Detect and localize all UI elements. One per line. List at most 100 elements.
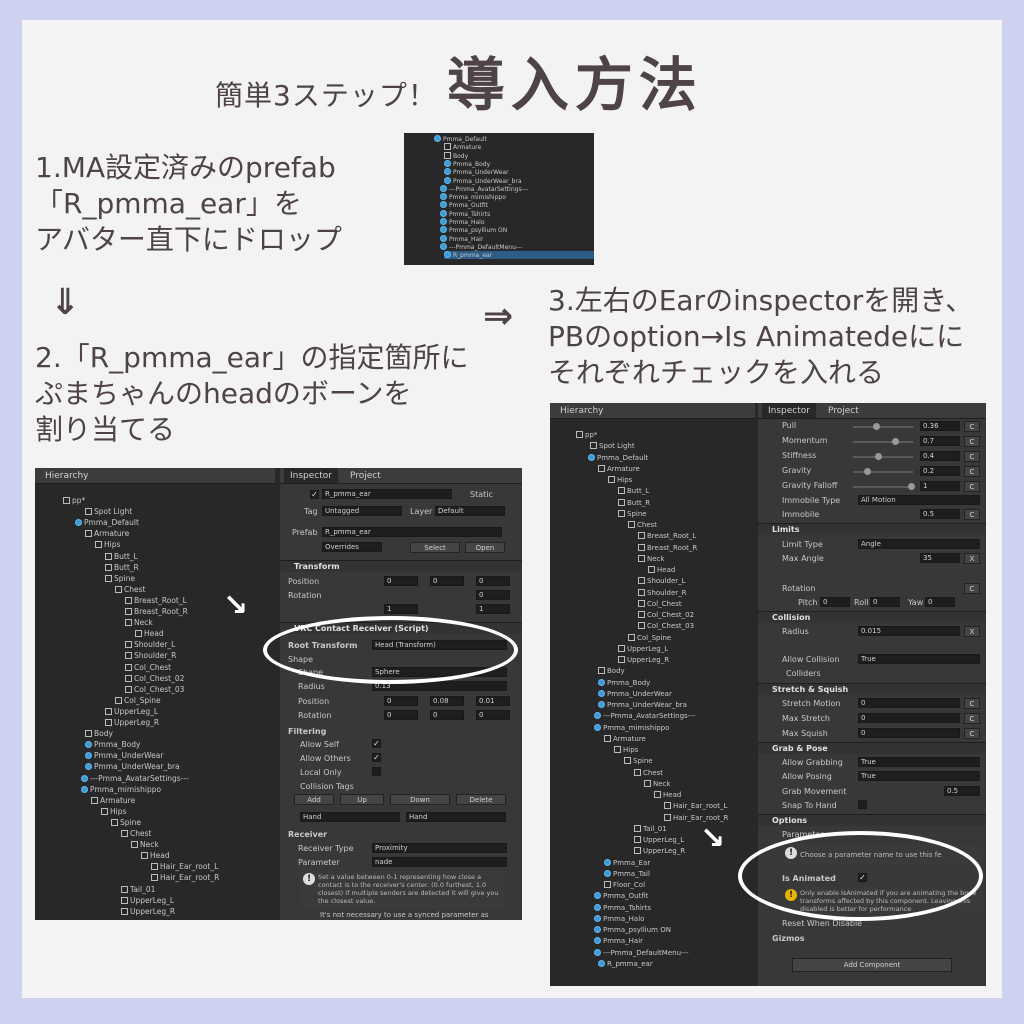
colliders-label[interactable]: Colliders: [786, 669, 821, 678]
hierarchy-item[interactable]: Pmma_Outfit: [440, 201, 594, 209]
hierarchy-item[interactable]: Armature: [444, 143, 594, 151]
gravity-slider-track[interactable]: [853, 471, 913, 473]
hierarchy-item[interactable]: ---Pmma_DefaultMenu---: [594, 948, 799, 957]
hierarchy-item[interactable]: Butt_R: [105, 563, 345, 572]
roll-value[interactable]: 0: [870, 597, 900, 607]
pitch-value[interactable]: 0: [820, 597, 850, 607]
hierarchy-item[interactable]: Neck: [644, 779, 849, 788]
hierarchy-item[interactable]: Pmma_Body: [85, 740, 325, 749]
hierarchy-item[interactable]: Chest: [121, 829, 361, 838]
hierarchy-item[interactable]: Pmma_Tshirts: [594, 903, 799, 912]
hierarchy-item[interactable]: UpperLeg_R: [618, 656, 823, 664]
max-squish-curve-button[interactable]: C: [964, 728, 980, 739]
object-name-field[interactable]: R_pmma_ear: [322, 489, 452, 499]
hierarchy-item[interactable]: Hair_Ear_root_R: [664, 813, 869, 822]
hierarchy-item[interactable]: Pmma_UnderWear: [85, 751, 325, 760]
tab-project-right[interactable]: Project: [827, 406, 859, 416]
prefab-field[interactable]: R_pmma_ear: [322, 527, 502, 537]
tab-hierarchy-right[interactable]: Hierarchy: [560, 406, 604, 416]
hierarchy-item[interactable]: Chest: [634, 768, 839, 777]
shape-rot-z[interactable]: 0: [476, 710, 510, 720]
stretch-squish-header[interactable]: Stretch & Squish: [758, 683, 986, 695]
transform-header[interactable]: Transform: [280, 560, 522, 572]
hierarchy-item[interactable]: Pmma_Default: [75, 518, 315, 527]
hierarchy-item[interactable]: Col_Chest_03: [638, 622, 843, 630]
pull-curve-button[interactable]: C: [964, 421, 980, 432]
hierarchy-item[interactable]: Chest: [115, 585, 355, 594]
receiver-type-dropdown[interactable]: Proximity: [372, 843, 507, 853]
hierarchy-item[interactable]: Breast_Root_L: [638, 532, 843, 540]
hierarchy-item[interactable]: Shoulder_L: [638, 577, 843, 585]
radius-x-button[interactable]: X: [964, 626, 980, 637]
hierarchy-item[interactable]: Pmma_Default: [434, 135, 594, 143]
tag-dropdown-hand[interactable]: Hand: [300, 812, 400, 822]
hierarchy-item[interactable]: pp*: [576, 431, 781, 439]
hierarchy-item[interactable]: UpperLeg_L: [121, 896, 361, 905]
hierarchy-item[interactable]: Armature: [604, 734, 809, 743]
hierarchy-item[interactable]: ---Pmma_AvatarSettings---: [594, 712, 799, 720]
hierarchy-item[interactable]: Neck: [638, 554, 843, 563]
hierarchy-item[interactable]: Pmma_UnderWear_bra: [444, 176, 594, 185]
hierarchy-item[interactable]: Armature: [85, 529, 325, 538]
hierarchy-item[interactable]: Armature: [598, 464, 803, 473]
gizmos-header[interactable]: Gizmos: [772, 934, 805, 943]
stiffness-slider-track[interactable]: [853, 456, 913, 458]
tab-inspector[interactable]: Inspector: [284, 468, 338, 483]
hierarchy-item[interactable]: Butt_L: [105, 552, 345, 561]
momentum-curve-button[interactable]: C: [964, 436, 980, 447]
tag-field-hand[interactable]: Hand: [406, 812, 506, 822]
hierarchy-item[interactable]: R_pmma_ear: [444, 251, 594, 260]
allow-collision-dropdown[interactable]: True: [858, 654, 980, 664]
local-only-checkbox[interactable]: [372, 767, 381, 776]
hierarchy-item[interactable]: Hips: [608, 476, 813, 484]
hierarchy-item[interactable]: Neck: [125, 618, 365, 627]
momentum-slider-knob[interactable]: [891, 438, 899, 445]
gravity-value[interactable]: 0.2: [920, 466, 960, 476]
shape-pos-y[interactable]: 0.08: [430, 696, 464, 706]
allow-posing-dropdown[interactable]: True: [858, 771, 980, 781]
hierarchy-item[interactable]: pp*: [63, 496, 303, 505]
hierarchy-item[interactable]: Pmma_UnderWear_bra: [598, 701, 803, 709]
hierarchy-item[interactable]: Pmma_Halo: [594, 914, 799, 923]
hierarchy-item[interactable]: Hips: [614, 746, 819, 754]
hierarchy-item[interactable]: Hair_Ear_root_L: [151, 862, 391, 871]
scale-x-field[interactable]: 1: [384, 604, 418, 614]
select-button[interactable]: Select: [410, 542, 460, 553]
hierarchy-item[interactable]: Hair_Ear_root_L: [664, 802, 869, 810]
hierarchy-item[interactable]: Pmma_UnderWear_bra: [85, 762, 325, 771]
hierarchy-item[interactable]: UpperLeg_L: [634, 836, 839, 844]
tag-dropdown[interactable]: Untagged: [322, 506, 402, 516]
hierarchy-item[interactable]: Breast_Root_R: [125, 607, 365, 616]
hierarchy-item[interactable]: Pmma_Default: [588, 453, 793, 462]
momentum-slider-track[interactable]: [853, 441, 913, 443]
hierarchy-item[interactable]: Hips: [101, 807, 341, 816]
max-squish-value[interactable]: 0: [858, 728, 960, 738]
collision-header[interactable]: Collision: [758, 611, 986, 623]
hierarchy-item[interactable]: Pmma_UnderWear: [598, 689, 803, 698]
stiffness-value[interactable]: 0.4: [920, 451, 960, 461]
max-stretch-value[interactable]: 0: [858, 713, 960, 723]
gravity_falloff-slider-track[interactable]: [853, 486, 913, 488]
hierarchy-item[interactable]: Col_Chest: [638, 599, 843, 608]
hierarchy-item[interactable]: Pmma_psyllium ON: [594, 926, 799, 934]
gravity_falloff-value[interactable]: 1: [920, 481, 960, 491]
stiffness-slider-knob[interactable]: [875, 453, 882, 460]
gravity-slider-knob[interactable]: [864, 468, 871, 475]
max-angle-x-button[interactable]: X: [964, 553, 980, 564]
immobile-curve-button[interactable]: C: [964, 509, 980, 520]
gravity-curve-button[interactable]: C: [964, 466, 980, 477]
hierarchy-item[interactable]: Floor_Col: [604, 881, 809, 889]
pull-slider-knob[interactable]: [872, 423, 880, 430]
hierarchy-item[interactable]: Breast_Root_R: [638, 543, 843, 552]
stretch-motion-value[interactable]: 0: [858, 698, 960, 708]
hierarchy-item[interactable]: Shoulder_L: [125, 640, 365, 649]
hierarchy-item[interactable]: Butt_R: [618, 498, 823, 507]
options-header[interactable]: Options: [758, 814, 986, 826]
hierarchy-item[interactable]: Breast_Root_L: [125, 596, 365, 605]
hierarchy-item[interactable]: Armature: [91, 796, 331, 805]
hierarchy-item[interactable]: Pmma_Body: [444, 159, 594, 168]
tab-inspector-right[interactable]: Inspector: [762, 403, 816, 418]
hierarchy-item[interactable]: Col_Spine: [115, 696, 355, 705]
hierarchy-item[interactable]: Pmma_Hair: [440, 234, 594, 243]
max-stretch-curve-button[interactable]: C: [964, 713, 980, 724]
